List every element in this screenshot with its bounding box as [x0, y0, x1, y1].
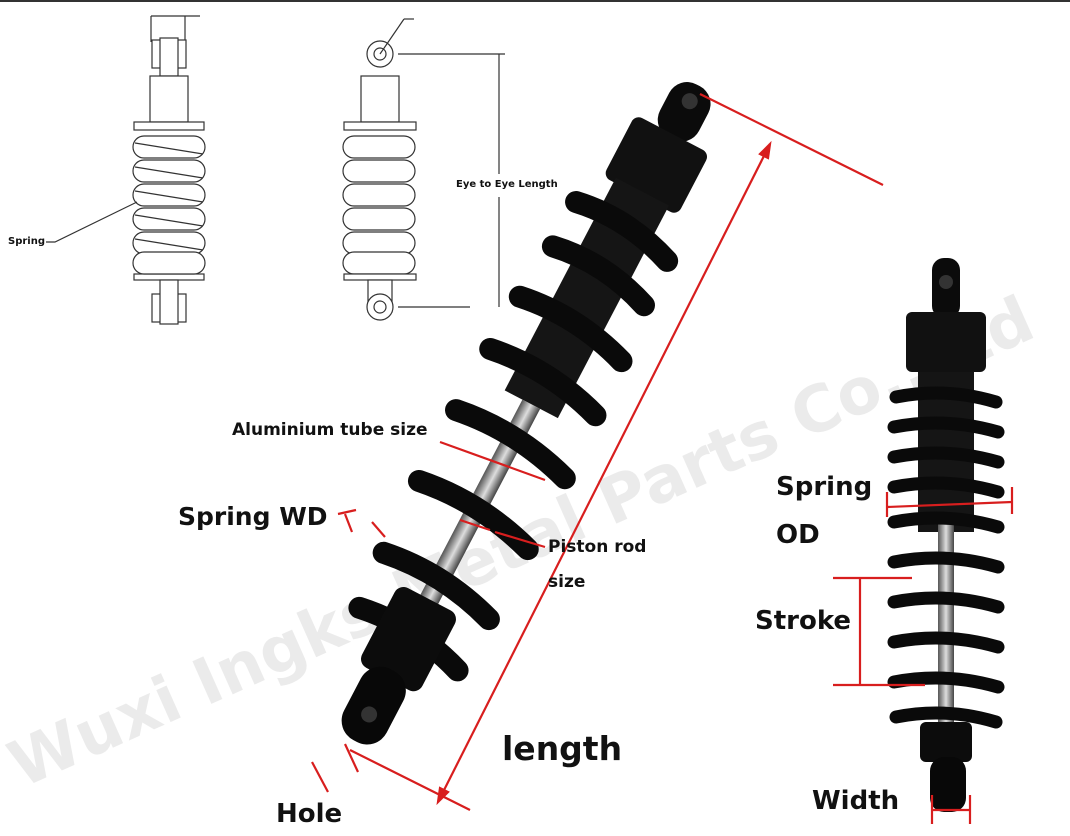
width-label: Width: [812, 786, 900, 816]
technical-drawing-side: [342, 18, 505, 321]
spring-od-label-2: OD: [776, 520, 820, 550]
spring-od-label: Spring: [776, 472, 873, 502]
piston-rod-label: Piston rod: [548, 537, 647, 557]
hole-label: Hole: [276, 799, 343, 829]
eye-to-eye-length-label: Eye to Eye Length: [456, 179, 558, 190]
dimension-lines: [311, 93, 1014, 824]
piston-rod-label-2: size: [548, 572, 586, 592]
stroke-label: Stroke: [755, 606, 852, 636]
spring-drawing-label: Spring: [8, 236, 45, 247]
side-shock-photo: [887, 258, 1005, 812]
technical-drawing-front: [46, 15, 206, 325]
aluminium-tube-label: Aluminium tube size: [232, 420, 428, 440]
spring-wd-label: Spring WD: [178, 502, 328, 531]
length-label: length: [502, 729, 623, 768]
